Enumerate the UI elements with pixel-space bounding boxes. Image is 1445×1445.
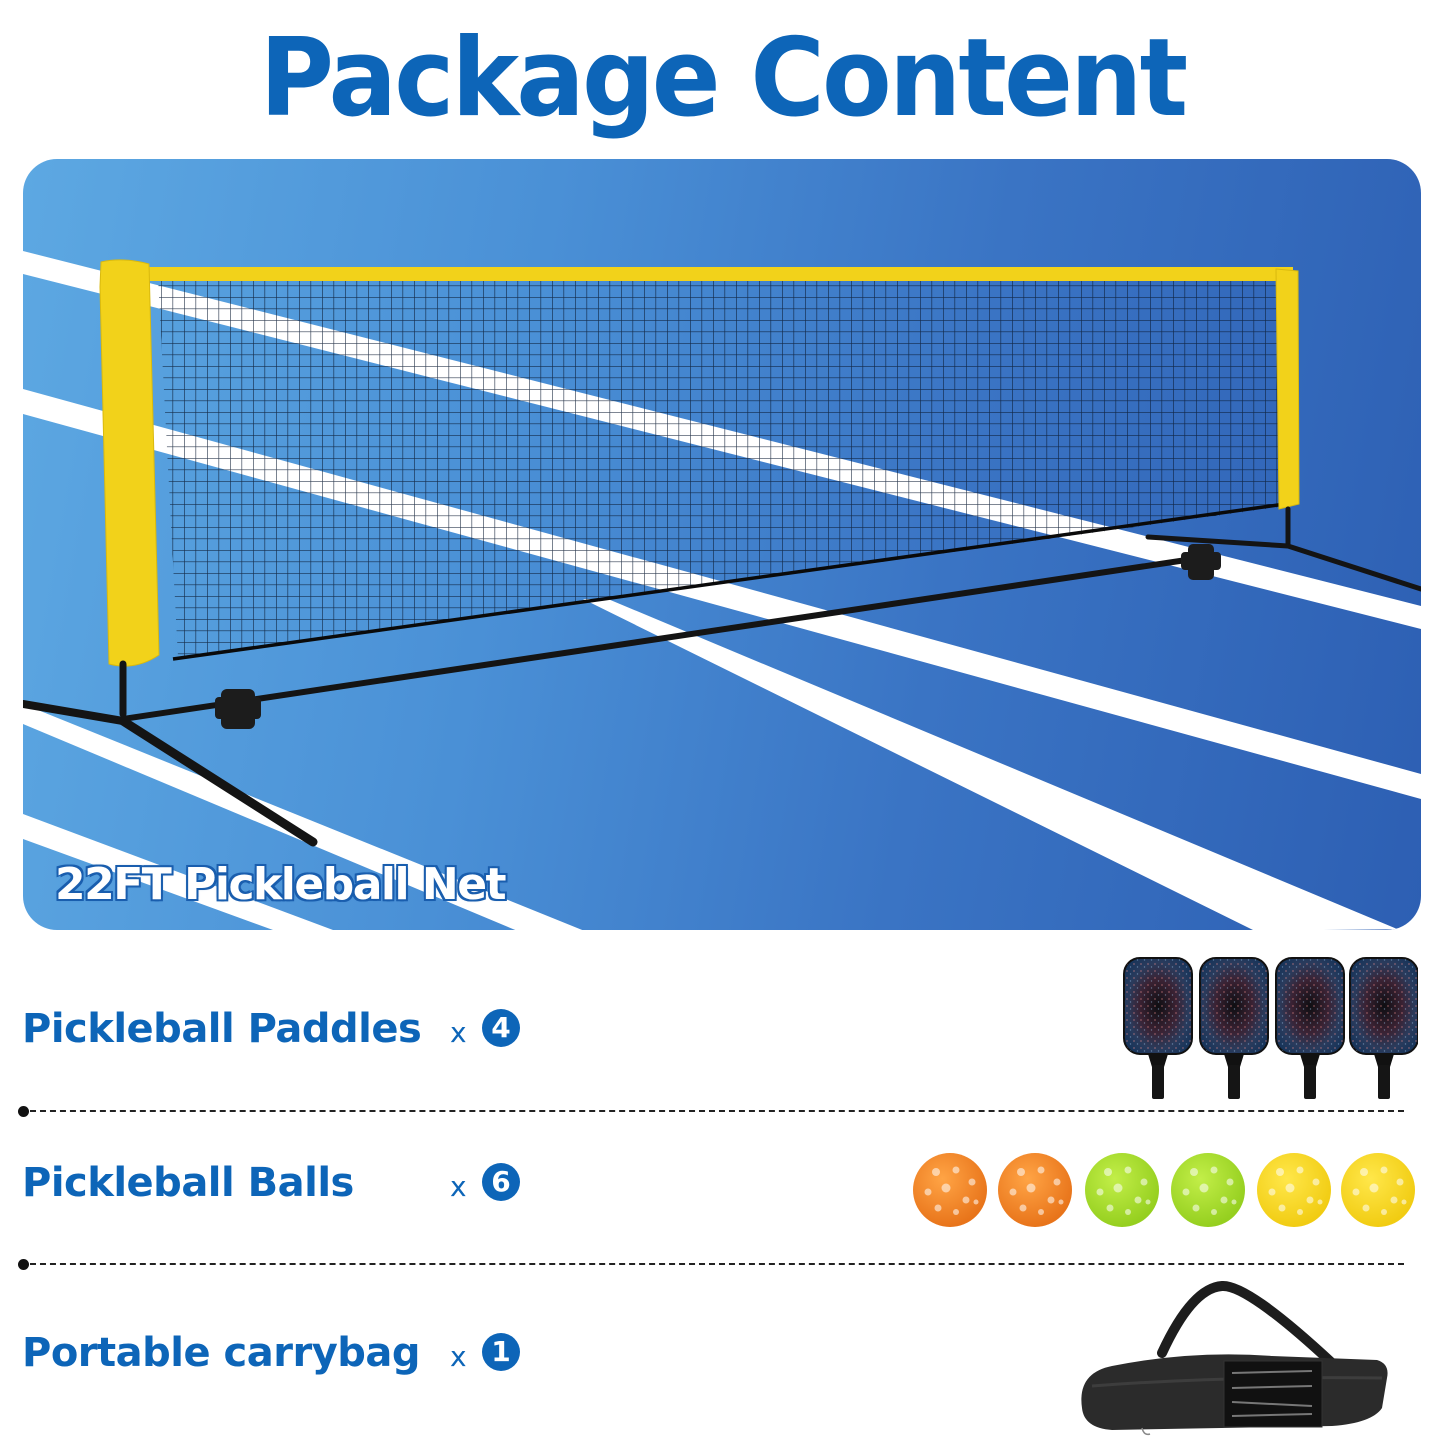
bullet-dot-icon: [18, 1106, 29, 1117]
balls-image: [910, 1150, 1420, 1234]
multiplier-sign: x: [450, 1170, 467, 1203]
carry-bag-image: [1072, 1278, 1392, 1442]
ball-icon: [1257, 1153, 1331, 1227]
ball-icon: [998, 1153, 1072, 1227]
hero-net-image: 22FT Pickleball Net: [23, 159, 1421, 930]
right-pole-sleeve-icon: [1275, 268, 1300, 510]
carry-bag-icon: [1081, 1281, 1388, 1436]
paddles-image: [1118, 955, 1419, 1107]
quantity-badge: 1: [482, 1333, 520, 1371]
quantity-badge: 6: [482, 1163, 520, 1201]
net-mesh-icon: [158, 279, 1281, 659]
item-label: Pickleball Balls: [22, 1160, 354, 1206]
paddle-icon: [1199, 957, 1269, 1099]
pickleball-net-illustration: [23, 251, 1421, 930]
paddle-icon: [1349, 957, 1419, 1099]
ball-icon: [1085, 1153, 1159, 1227]
net-top-tape-icon: [143, 267, 1293, 281]
ball-icon: [913, 1153, 987, 1227]
left-base-icon: [23, 556, 1196, 847]
item-label: Pickleball Paddles: [22, 1006, 422, 1052]
left-pole-sleeve-icon: [99, 259, 160, 667]
right-spool-icon: [1181, 544, 1221, 580]
multiplier-sign: x: [450, 1016, 467, 1049]
quantity-badge: 4: [482, 1009, 520, 1047]
bullet-dot-icon: [18, 1259, 29, 1270]
left-spool-icon: [215, 689, 261, 729]
hero-caption: 22FT Pickleball Net: [54, 858, 508, 911]
paddle-icon: [1123, 957, 1193, 1099]
dashed-divider: [18, 1258, 1404, 1270]
page-title: Package Content: [259, 16, 1188, 141]
ball-icon: [1341, 1153, 1415, 1227]
multiplier-sign: x: [450, 1340, 467, 1373]
ball-icon: [1171, 1153, 1245, 1227]
paddle-icon: [1275, 957, 1345, 1099]
right-base-icon: [1145, 506, 1421, 592]
item-label: Portable carrybag: [22, 1330, 421, 1376]
dashed-divider: [18, 1105, 1404, 1117]
